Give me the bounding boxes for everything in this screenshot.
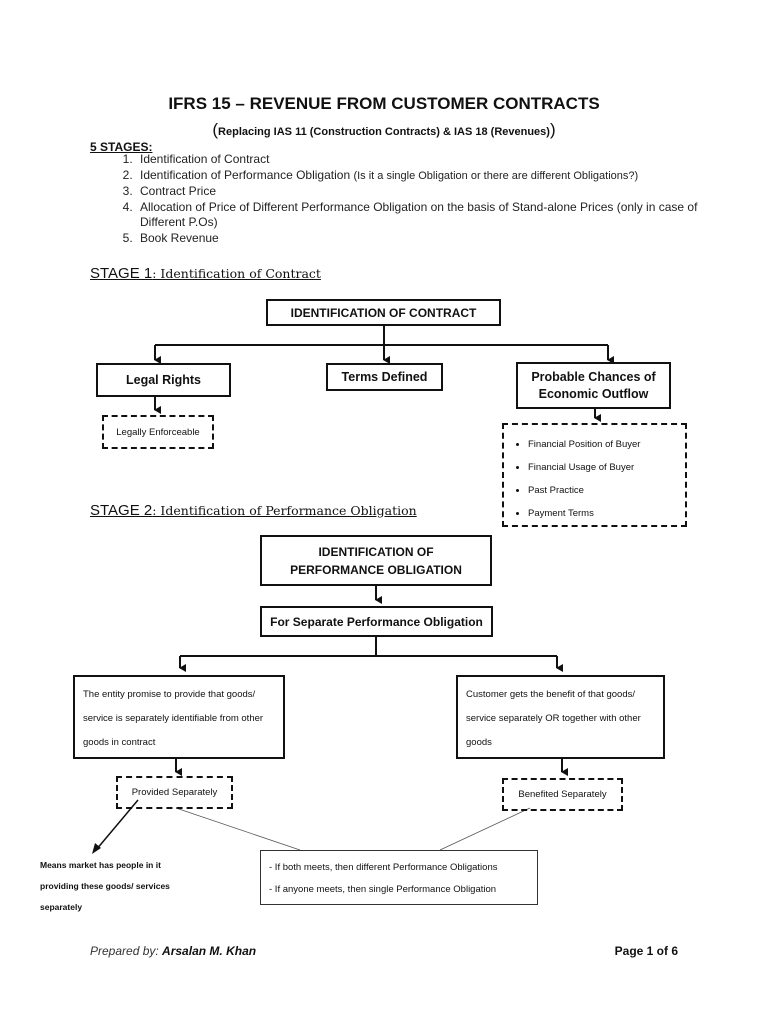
- stage2-heading: STAGE 2: Identification of Performance O…: [90, 502, 417, 519]
- stages-list: Identification of Contract Identificatio…: [90, 152, 736, 246]
- subtitle-text: Replacing IAS 11 (Construction Contracts…: [218, 126, 550, 138]
- stage-note: (Is it a single Obligation or there are …: [353, 169, 639, 182]
- stage-item: Identification of Performance Obligation…: [136, 168, 736, 185]
- identification-of-po-box: IDENTIFICATION OF PERFORMANCE OBLIGATION: [260, 535, 492, 586]
- terms-defined-box: Terms Defined: [326, 363, 443, 391]
- list-item: Financial Usage of Buyer: [528, 456, 685, 479]
- list-item: Financial Position of Buyer: [528, 433, 685, 456]
- subtitle-open-paren: (: [212, 120, 219, 139]
- provided-separately-box: Provided Separately: [116, 776, 233, 809]
- probable-factors-box: Financial Position of Buyer Financial Us…: [502, 423, 687, 527]
- stage-text: Allocation of Price of Different Perform…: [140, 199, 698, 230]
- benefited-separately-box: Benefited Separately: [502, 778, 623, 811]
- subtitle-close-paren: ): [549, 120, 556, 139]
- separate-po-box: For Separate Performance Obligation: [260, 606, 493, 637]
- prepared-label: Prepared by:: [90, 944, 163, 958]
- stages-heading: 5 STAGES:: [90, 140, 153, 154]
- probable-factors-list: Financial Position of Buyer Financial Us…: [504, 425, 685, 525]
- stage-text: Contract Price: [140, 184, 217, 198]
- stage2-heading-label: STAGE 2: [90, 502, 153, 519]
- rule-different: - If both meets, then different Performa…: [269, 862, 498, 873]
- stage2-heading-sub: : Identification of Performance Obligati…: [152, 503, 417, 518]
- prepared-by: Prepared by: Arsalan M. Khan: [90, 944, 256, 958]
- stage-item: Identification of Contract: [136, 152, 736, 168]
- left-criterion-box: The entity promise to provide that goods…: [73, 675, 285, 759]
- stage-item: Allocation of Price of Different Perform…: [136, 200, 736, 231]
- stage1-heading-label: STAGE 1: [90, 265, 153, 282]
- stage-text: Book Revenue: [140, 230, 219, 245]
- author-name: Arsalan M. Khan: [162, 944, 257, 958]
- stage-text: Identification of Contract: [140, 152, 270, 166]
- market-note: Means market has people in it providing …: [40, 860, 170, 912]
- list-item: Past Practice: [528, 479, 685, 502]
- probable-chances-box: Probable Chances of Economic Outflow: [516, 362, 671, 409]
- stage-item: Contract Price: [136, 184, 736, 200]
- stage1-heading-sub: : Identification of Contract: [152, 266, 321, 281]
- rule-single: - If anyone meets, then single Performan…: [269, 884, 497, 895]
- identification-of-contract-box: IDENTIFICATION OF CONTRACT: [266, 299, 501, 326]
- legally-enforceable-box: Legally Enforceable: [102, 415, 214, 449]
- stage-item: Book Revenue: [136, 231, 736, 247]
- stage1-heading: STAGE 1: Identification of Contract: [90, 265, 321, 282]
- page-title: IFRS 15 – REVENUE FROM CUSTOMER CONTRACT…: [168, 94, 600, 113]
- list-item: Payment Terms: [528, 502, 685, 525]
- legal-rights-box: Legal Rights: [96, 363, 231, 397]
- stage-text: Identification of Performance Obligation: [140, 167, 354, 182]
- page-number: Page 1 of 6: [614, 944, 678, 958]
- right-criterion-box: Customer gets the benefit of that goods/…: [456, 675, 665, 759]
- page-subtitle: (Replacing IAS 11 (Construction Contract…: [0, 120, 768, 140]
- rules-box: - If both meets, then different Performa…: [260, 850, 538, 905]
